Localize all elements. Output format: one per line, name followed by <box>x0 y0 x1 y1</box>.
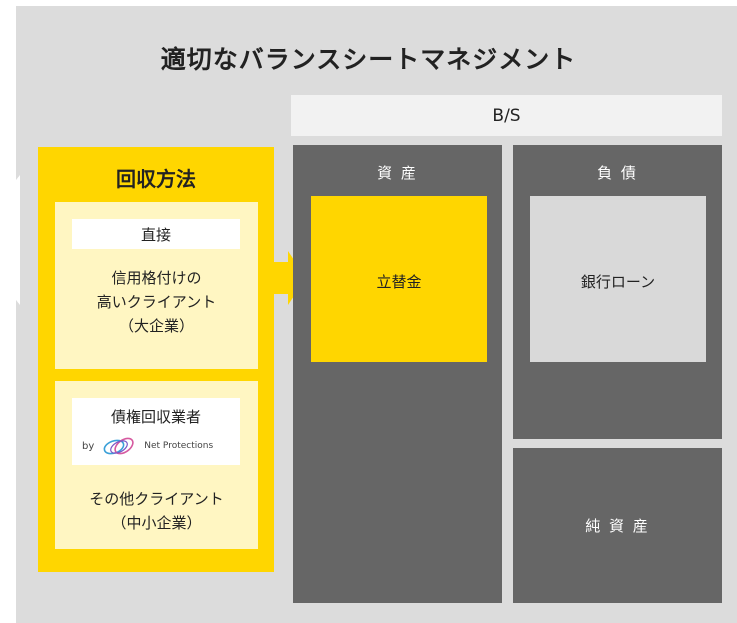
equity-header: 純 資 産 <box>585 517 650 535</box>
advance-payment-label: 立替金 <box>376 273 422 291</box>
equity-column <box>513 448 722 603</box>
net-protections-logo-text: Net Protections <box>144 441 214 451</box>
agency-description-line: その他クライアント <box>89 490 224 508</box>
direct-description-line: 高いクライアント <box>96 293 217 311</box>
direct-description: 信用格付けの 高いクライアント （大企業） <box>55 266 258 338</box>
by-label: by <box>82 440 95 452</box>
diagram-title: 適切なバランスシートマネジメント <box>160 45 577 74</box>
net-protections-logo: by Net Protections <box>82 436 234 456</box>
advance-payment-box <box>311 196 487 362</box>
flow-arrow <box>272 251 306 305</box>
direct-description-line: 信用格付けの <box>111 269 202 287</box>
bank-loan-label: 銀行ローン <box>580 273 656 291</box>
assets-header: 資 産 <box>377 164 418 182</box>
direct-description-line: （大企業） <box>118 317 194 335</box>
direct-tag: 直接 <box>72 219 240 249</box>
bs-header: B/S <box>291 95 722 136</box>
net-protections-logo-icon <box>103 437 134 455</box>
agency-description-line: （中小企業） <box>111 514 202 532</box>
agency-tag-label: 債権回収業者 <box>110 408 201 426</box>
agency-description: その他クライアント （中小企業） <box>55 487 258 535</box>
liabilities-header: 負 債 <box>597 164 638 182</box>
agency-tag: 債権回収業者 by Net Protections <box>72 398 240 465</box>
bank-loan-box <box>530 196 706 362</box>
collection-methods-title: 回収方法 <box>116 167 196 191</box>
left-chevron-shape <box>0 175 20 305</box>
